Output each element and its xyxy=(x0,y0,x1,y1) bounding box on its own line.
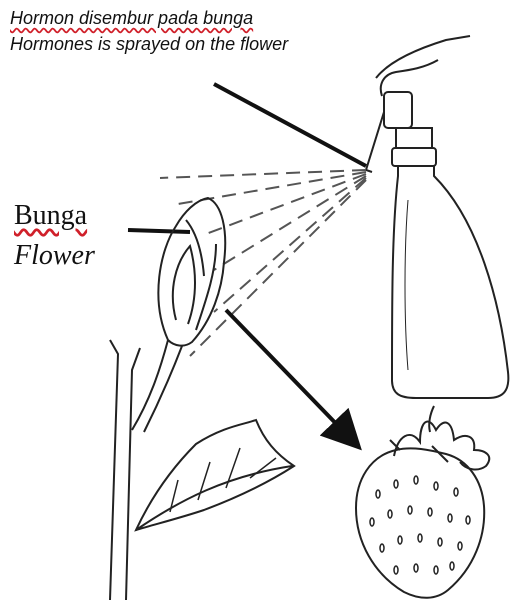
strawberry-stalk xyxy=(429,406,434,432)
bud-stalk xyxy=(132,340,182,432)
leaf xyxy=(136,420,294,530)
hand-outline xyxy=(376,36,470,78)
spray-bottle xyxy=(366,36,508,398)
strawberry-calyx xyxy=(390,421,489,469)
nozzle-spout xyxy=(366,112,384,172)
strawberry xyxy=(356,406,489,598)
flower-pointer-line xyxy=(128,230,190,232)
strawberry-seeds xyxy=(370,476,470,574)
main-stem xyxy=(110,340,140,600)
flower-bud xyxy=(158,198,225,346)
bud-sepal-1 xyxy=(173,246,195,324)
result-arrow xyxy=(226,310,348,436)
nozzle-head xyxy=(384,92,412,128)
leaf-midrib xyxy=(136,466,292,530)
hormone-pointer-line xyxy=(214,84,366,166)
flower-label-malay: Bunga xyxy=(14,200,87,232)
plant xyxy=(110,198,294,600)
flower-label-english: Flower xyxy=(14,240,95,272)
hormone-label-english: Hormones is sprayed on the flower xyxy=(10,34,288,55)
strawberry-body xyxy=(356,448,484,597)
hormone-label-malay: Hormon disembur pada bunga xyxy=(10,8,253,29)
bud-sepal-2 xyxy=(196,244,216,330)
bottle-body xyxy=(392,166,508,398)
bottle-collar xyxy=(392,148,436,166)
bottle-highlight xyxy=(405,200,408,370)
spray-jets xyxy=(160,170,366,356)
bottle-neck xyxy=(396,128,432,148)
